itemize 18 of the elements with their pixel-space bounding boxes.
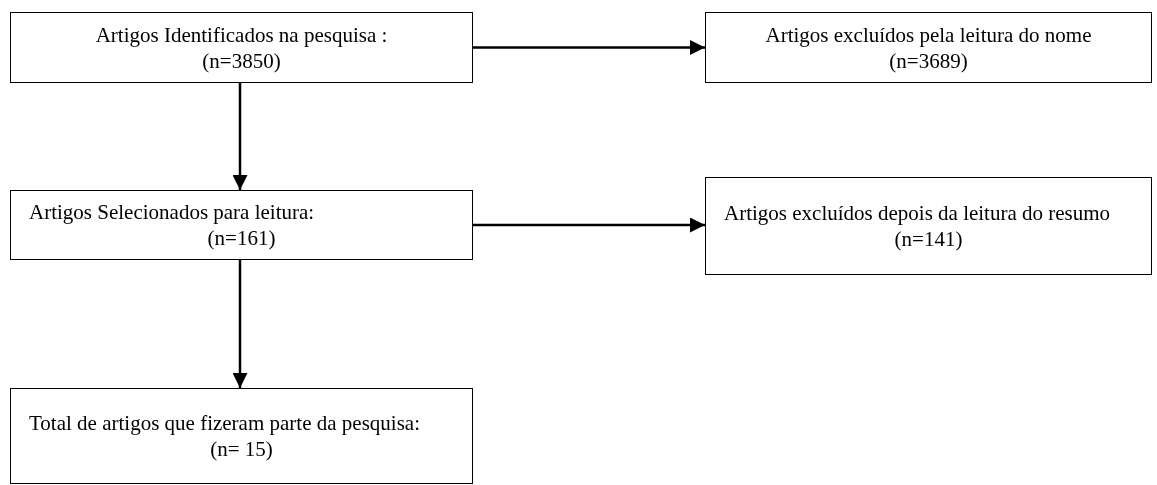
process-box: [10, 190, 473, 260]
process-box: [10, 12, 473, 83]
box-text: (n=141): [893, 226, 964, 252]
box-text: Artigos excluídos pela leitura do nome (n=3689): [764, 21, 1093, 74]
arrow: [232, 83, 248, 190]
arrow: [473, 40, 705, 55]
arrow: [473, 217, 705, 233]
process-box: [705, 12, 1152, 83]
box-text: Artigos Identificados na pesquisa :: [94, 21, 389, 48]
box-text: (n=161): [206, 225, 277, 251]
box-text: (n=3850): [201, 47, 282, 74]
box-text: Artigos Selecionados para leitura:: [29, 199, 316, 225]
arrow: [232, 260, 248, 388]
box-text: Total de artigos que fizeram parte da pesquisa:: [29, 410, 421, 436]
process-box: [10, 388, 473, 484]
box-text: (n= 15): [209, 436, 274, 462]
box-text: Artigos excluídos depois da leitura do resumo: [724, 200, 1112, 226]
process-box: [705, 177, 1152, 275]
